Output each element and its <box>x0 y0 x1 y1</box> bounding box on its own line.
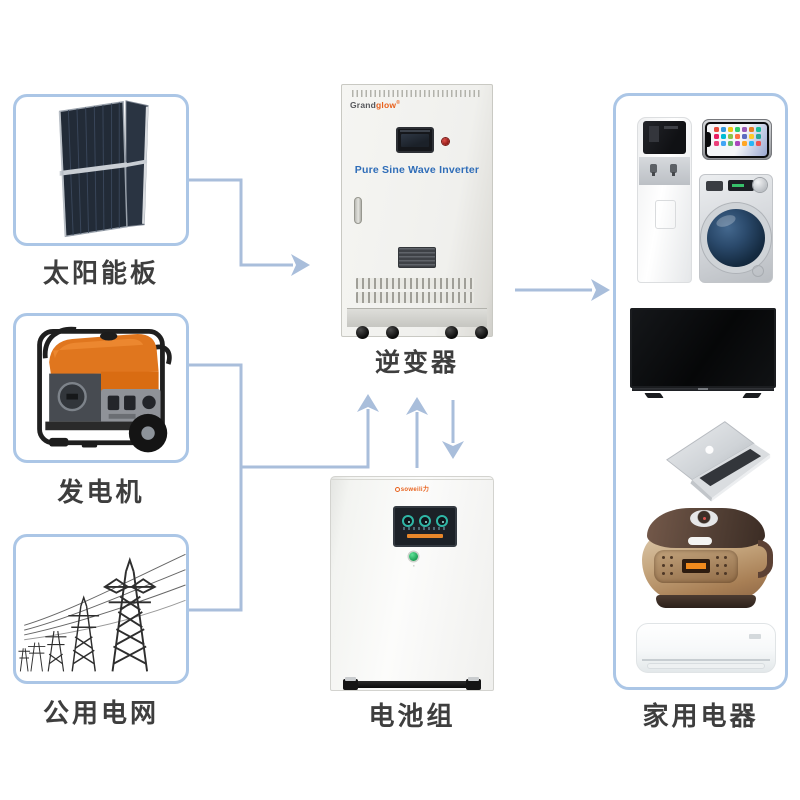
utility-grid-box <box>13 534 189 684</box>
water-dispenser-icon <box>637 117 692 283</box>
inverter-base <box>347 308 487 327</box>
connector-trunk-to-inverter <box>241 409 370 469</box>
inverter-vent-row <box>356 292 474 303</box>
battery-status-bar <box>407 534 443 538</box>
tv-icon <box>630 308 776 400</box>
connector-solar-to-inverter <box>189 178 293 267</box>
inverter-power-led <box>442 138 449 145</box>
rice-cooker-icon <box>642 508 773 608</box>
inverter-label: 逆变器 <box>374 349 459 377</box>
gauge-icon <box>419 515 431 527</box>
caster-wheel-icon <box>445 326 458 339</box>
battery-foot <box>343 677 358 690</box>
inverter-door-handle <box>354 197 362 224</box>
power-grid-icon <box>18 553 186 672</box>
inverter-display-screen <box>396 127 434 153</box>
generator-label: 发电机 <box>57 477 145 507</box>
battery-brand-logo: soweili力 <box>331 484 493 493</box>
battery-unit: soweili力 ▪ <box>330 476 494 691</box>
battery-foot-bar <box>355 681 469 688</box>
cooker-handle <box>758 540 773 578</box>
phone-notch <box>707 131 711 148</box>
appliances-box <box>613 93 788 690</box>
washing-machine-icon <box>699 174 773 283</box>
battery-button-caption: ▪ <box>413 563 415 568</box>
battery-display-screen <box>393 506 457 547</box>
water-tap-icon <box>670 164 677 176</box>
battery-foot <box>466 677 481 690</box>
solar-panel-box <box>13 94 189 246</box>
water-tap-icon <box>650 164 657 176</box>
caster-wheel-icon <box>386 326 399 339</box>
battery-screen-ticks <box>403 527 447 530</box>
washer-knob <box>753 178 767 192</box>
caster-wheel-icon <box>475 326 488 339</box>
detergent-drawer <box>706 181 723 191</box>
gauge-icon <box>436 515 448 527</box>
utility-grid-label: 公用电网 <box>42 698 159 728</box>
battery-top-edge <box>331 479 493 480</box>
inverter-unit: Grandglow® Pure Sine Wave Inverter <box>341 84 493 339</box>
arrowhead-right-icon <box>291 254 310 276</box>
inverter-vent-row <box>356 278 474 289</box>
smartphone-icon <box>702 119 772 160</box>
arrowhead-right-icon <box>591 279 610 301</box>
cooker-control-panel <box>654 550 738 583</box>
air-conditioner-icon <box>636 623 776 673</box>
cooker-lid-knob <box>690 510 718 527</box>
caster-wheel-icon <box>356 326 369 339</box>
inverter-spec-plate <box>398 247 436 268</box>
arrowhead-up-icon <box>357 394 379 412</box>
inverter-product-text: Pure Sine Wave Inverter <box>354 164 480 176</box>
inverter-top-vents <box>352 90 480 97</box>
arrowhead-up-icon <box>406 397 428 415</box>
washer-door <box>707 209 765 267</box>
arrowhead-down-icon <box>442 441 464 459</box>
connector-generator-grid-trunk <box>189 363 243 612</box>
brand-circle-icon <box>394 486 400 492</box>
inverter-brand-logo: Grandglow® <box>350 100 401 110</box>
solar-panel-label: 太阳能板 <box>42 258 159 288</box>
laptop-icon <box>666 421 771 502</box>
generator-icon <box>37 326 172 453</box>
appliances-label: 家用电器 <box>642 701 759 731</box>
battery-power-button <box>409 552 418 561</box>
app-icons-grid <box>714 126 766 146</box>
gauge-icon <box>402 515 414 527</box>
generator-box <box>13 313 189 463</box>
battery-label: 电池组 <box>368 701 456 731</box>
solar-panel-icon <box>58 100 149 238</box>
